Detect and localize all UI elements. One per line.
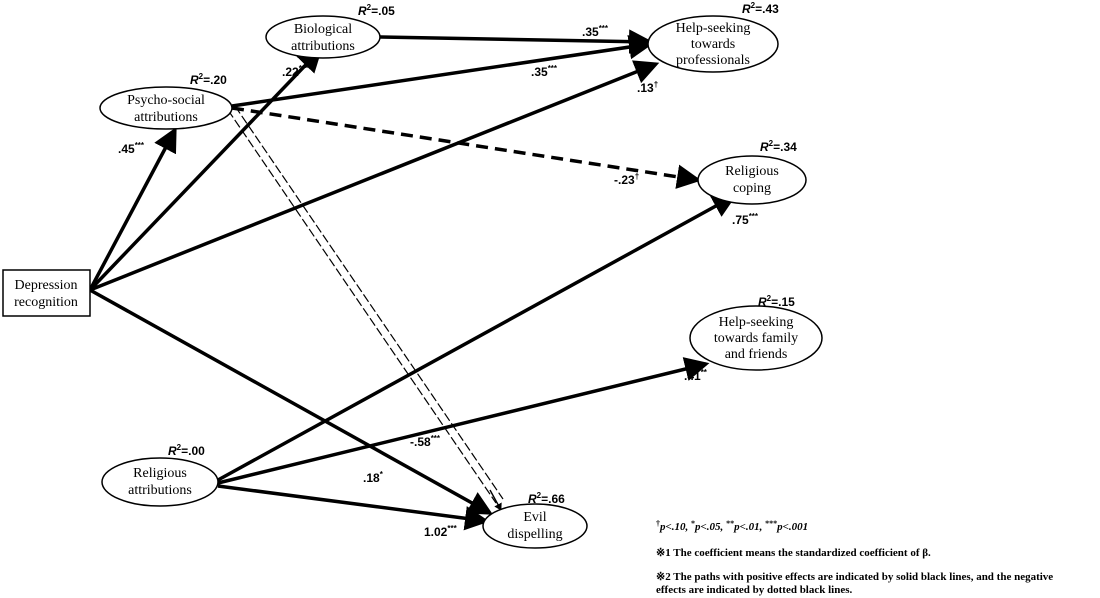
node-psychosocial-line1: Psycho-social bbox=[127, 93, 205, 108]
path-relattr-to-helpfamily bbox=[217, 357, 710, 485]
path-relattr-to-evil bbox=[217, 484, 490, 531]
svg-text:attributions: attributions bbox=[128, 483, 192, 498]
paths-note-line2: effects are indicated by dotted black li… bbox=[656, 584, 853, 596]
coef-depression-psychosocial: .45*** bbox=[118, 141, 145, 156]
r2-psychosocial: R2=.20 bbox=[190, 72, 227, 87]
coef-psychosocial-helpprof: .35*** bbox=[531, 64, 558, 79]
path-depression-to-psychosocial bbox=[88, 126, 177, 291]
coef-psychosocial-relcoping: -.23† bbox=[614, 172, 639, 187]
svg-text:attributions: attributions bbox=[134, 110, 198, 125]
r2-biological: R2=.05 bbox=[358, 3, 395, 18]
node-helpfamily-line3: and friends bbox=[725, 347, 788, 362]
node-biological-attributions: Biological attributions R2=.05 bbox=[265, 3, 395, 59]
node-relcoping-line1: Religious bbox=[725, 164, 779, 179]
node-relattr-line2: attributions bbox=[128, 483, 192, 498]
node-biological-line2: attributions bbox=[291, 39, 355, 54]
node-helpprof-line1: Help-seeking bbox=[676, 21, 751, 36]
node-depression-recognition: Depression recognition bbox=[2, 269, 91, 317]
node-evil-dispelling: Evil dispelling R2=.66 bbox=[482, 491, 588, 549]
node-helpseeking-professionals: Help-seeking towards professionals R2=.4… bbox=[647, 1, 779, 73]
svg-text:professionals: professionals bbox=[676, 53, 750, 68]
path-depression-to-evil bbox=[89, 288, 494, 515]
svg-text:Depression: Depression bbox=[15, 278, 78, 293]
node-evil-line2: dispelling bbox=[507, 527, 562, 542]
r2-evil: R2=.66 bbox=[528, 491, 565, 506]
svg-text:dispelling: dispelling bbox=[507, 527, 562, 542]
path-depression-to-biological bbox=[88, 47, 323, 292]
coef-relattr-relcoping: .75*** bbox=[732, 212, 759, 227]
coef-depression-biological: .22*** bbox=[282, 64, 309, 79]
path-relattr-to-relcoping bbox=[217, 194, 738, 482]
significance-note: †p<.10, *p<.05, **p<.01, ***p<.001 bbox=[656, 519, 808, 533]
node-psychosocial-line2: attributions bbox=[134, 110, 198, 125]
r2-helpfamily: R2=.15 bbox=[758, 294, 795, 309]
coef-depression-helpprof: .13† bbox=[637, 80, 658, 95]
svg-text:coping: coping bbox=[733, 181, 771, 196]
node-religious-attributions: Religious attributions R2=.00 bbox=[101, 443, 219, 507]
node-depression-line2: recognition bbox=[14, 295, 78, 310]
svg-text:Evil: Evil bbox=[523, 510, 546, 525]
svg-text:towards: towards bbox=[691, 37, 735, 52]
coef-psychosocial-evil: -.58*** bbox=[410, 434, 441, 449]
coef-relattr-evil: 1.02*** bbox=[424, 524, 458, 539]
coef-relattr-helpfamily: .41** bbox=[684, 368, 708, 383]
coefficient-note: ※1 The coefficient means the standardize… bbox=[656, 547, 931, 559]
node-psychosocial-attributions: Psycho-social attributions R2=.20 bbox=[99, 72, 233, 130]
node-helpseeking-family: Help-seeking towards family and friends … bbox=[689, 294, 823, 371]
node-helpprof-line3: professionals bbox=[676, 53, 750, 68]
node-relattr-line1: Religious bbox=[133, 466, 187, 481]
svg-text:Biological: Biological bbox=[294, 22, 352, 37]
node-helpfamily-line2: towards family bbox=[714, 331, 798, 346]
svg-text:Help-seeking: Help-seeking bbox=[676, 21, 751, 36]
r2-relcoping: R2=.34 bbox=[760, 139, 797, 154]
svg-text:Religious: Religious bbox=[725, 164, 779, 179]
node-religious-coping: Religious coping R2=.34 bbox=[697, 139, 807, 205]
svg-text:attributions: attributions bbox=[291, 39, 355, 54]
node-relcoping-line2: coping bbox=[733, 181, 771, 196]
paths-note-line1: ※2 The paths with positive effects are i… bbox=[656, 571, 1053, 583]
node-depression-line1: Depression bbox=[15, 278, 78, 293]
path-psychosocial-to-helpprof bbox=[231, 34, 654, 108]
path-psychosocial-to-relcoping bbox=[231, 106, 702, 189]
svg-text:Help-seeking: Help-seeking bbox=[719, 315, 794, 330]
coef-biological-helpprof: .35*** bbox=[582, 24, 609, 39]
svg-text:recognition: recognition bbox=[14, 295, 78, 310]
node-evil-line1: Evil bbox=[523, 510, 546, 525]
node-helpfamily-line1: Help-seeking bbox=[719, 315, 794, 330]
svg-text:towards family: towards family bbox=[714, 331, 798, 346]
path-depression-to-helpprof bbox=[89, 60, 660, 292]
r2-relattr: R2=.00 bbox=[168, 443, 205, 458]
svg-text:Psycho-social: Psycho-social bbox=[127, 93, 205, 108]
r2-helpprof: R2=.43 bbox=[742, 1, 779, 16]
svg-text:Religious: Religious bbox=[133, 466, 187, 481]
coef-depression-evil: .18* bbox=[363, 470, 384, 485]
path-biological-to-helpprof bbox=[379, 29, 654, 54]
path-psychosocial-to-evil bbox=[227, 105, 504, 511]
svg-text:and friends: and friends bbox=[725, 347, 788, 362]
node-helpprof-line2: towards bbox=[691, 37, 735, 52]
node-biological-line1: Biological bbox=[294, 22, 352, 37]
